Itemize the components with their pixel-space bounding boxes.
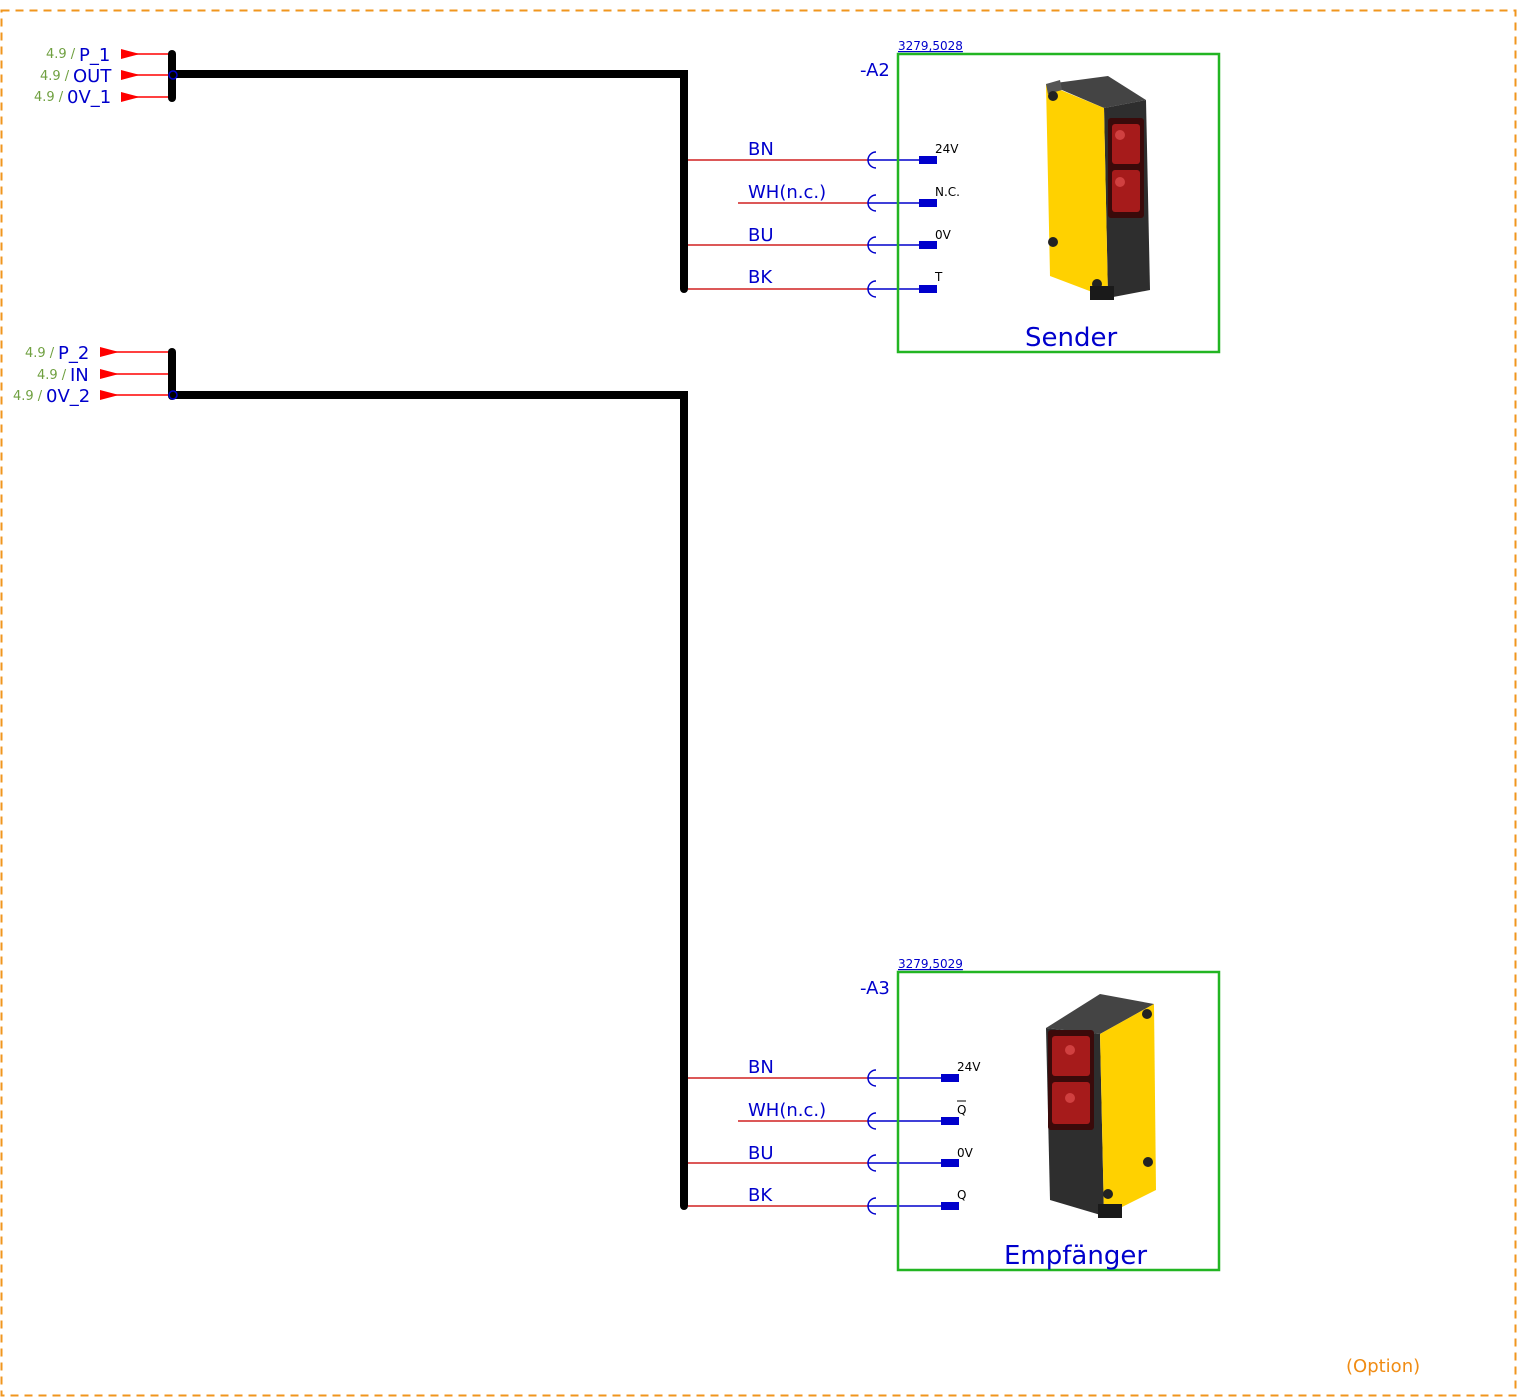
article-number: 3279,5028 xyxy=(898,39,963,53)
connector-ref: 4.9 / xyxy=(40,69,70,84)
wire-label: BK xyxy=(748,1185,773,1206)
pin-label: 0V xyxy=(957,1146,974,1160)
wire-label: BU xyxy=(748,225,774,246)
arrow-icon xyxy=(100,390,172,400)
pin-label: N.C. xyxy=(935,185,960,199)
pin-label: 24V xyxy=(957,1060,981,1074)
photo-sensor-icon xyxy=(1046,76,1150,300)
pin-label: 0V xyxy=(935,228,952,242)
wire-label: BU xyxy=(748,1143,774,1164)
cable-bus-bottom xyxy=(168,348,688,1210)
wire-label: BK xyxy=(748,267,773,288)
connector-signal: P_1 xyxy=(79,45,110,66)
connector-signal: 0V_2 xyxy=(46,386,90,407)
connector-ref: 4.9 / xyxy=(25,346,55,361)
wire-label: BN xyxy=(748,1057,774,1078)
connector-signal: IN xyxy=(70,365,89,386)
connector-ref: 4.9 / xyxy=(34,90,64,105)
connector-group-top: 4.9 / P_1 4.9 / OUT 4.9 / 0V_1 xyxy=(34,45,172,108)
wire-bk xyxy=(688,1197,959,1215)
device-sender: BN WH(n.c.) BU BK 24V N.C. 0V T 3279,502… xyxy=(688,39,1221,354)
wire-bu xyxy=(688,236,937,254)
device-name: Sender xyxy=(1025,323,1117,353)
device-tag: -A2 xyxy=(860,60,890,81)
connector-ref: 4.9 / xyxy=(46,47,76,62)
pin-label: 24V xyxy=(935,142,959,156)
connector-signal: 0V_1 xyxy=(67,87,111,108)
arrow-icon xyxy=(121,70,172,80)
connector-ref: 4.9 / xyxy=(37,368,67,383)
pin-label: T xyxy=(934,270,943,284)
wire-label: BN xyxy=(748,139,774,160)
arrow-icon xyxy=(100,369,172,379)
connector-signal: OUT xyxy=(73,66,112,87)
page-frame xyxy=(0,9,1517,1397)
wire-wh xyxy=(738,1112,959,1130)
connector-ref: 4.9 / xyxy=(13,389,43,404)
wire-wh xyxy=(738,194,937,212)
wire-label: WH(n.c.) xyxy=(748,182,826,203)
pin-label: Q xyxy=(957,1188,966,1202)
connector-group-bottom: 4.9 / P_2 4.9 / IN 4.9 / 0V_2 xyxy=(13,343,172,407)
device-box xyxy=(896,970,1221,1272)
device-box xyxy=(896,52,1221,354)
wire-bu xyxy=(688,1154,959,1172)
arrow-icon xyxy=(121,92,172,102)
option-label: (Option) xyxy=(1346,1356,1420,1377)
wire-bn xyxy=(688,151,937,169)
connector-signal: P_2 xyxy=(58,343,89,364)
article-number: 3279,5029 xyxy=(898,957,963,971)
device-tag: -A3 xyxy=(860,978,890,999)
wire-bn xyxy=(688,1069,959,1087)
arrow-icon xyxy=(100,347,172,357)
wire-label: WH(n.c.) xyxy=(748,1100,826,1121)
photo-sensor-icon xyxy=(1046,994,1156,1218)
pin-label: Q xyxy=(957,1103,966,1117)
device-name: Empfänger xyxy=(1004,1241,1147,1271)
arrow-icon xyxy=(121,49,172,59)
cable-bus-top xyxy=(168,50,688,293)
wire-bk xyxy=(688,280,937,298)
device-receiver: BN WH(n.c.) BU BK 24V Q 0V Q 3279,5029 -… xyxy=(688,957,1221,1272)
